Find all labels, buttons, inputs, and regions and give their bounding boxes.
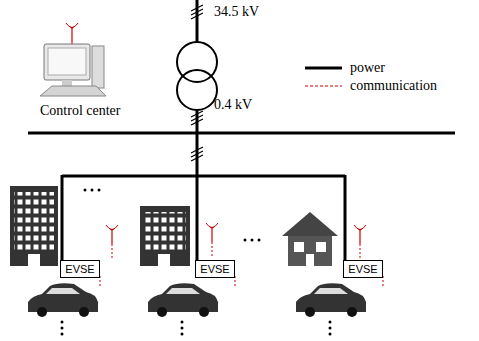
- comm-line: [112, 244, 113, 258]
- comm-line: [212, 242, 213, 258]
- ellipsis-dot: [61, 333, 64, 336]
- ellipsis-dot: [329, 321, 332, 324]
- legend-comm-sample: [305, 86, 342, 87]
- control-center-label: Control center: [40, 104, 120, 118]
- comm-line: [72, 42, 73, 44]
- voltage-label: 34.5 kV: [214, 5, 259, 19]
- node-text: EVSE: [65, 264, 94, 275]
- transformer-symbol: [177, 42, 217, 110]
- ellipsis-dot: [61, 327, 64, 330]
- house: [282, 212, 338, 266]
- three-phase-mark: [191, 111, 203, 125]
- car-icon: [28, 283, 98, 317]
- antenna: [354, 225, 366, 244]
- legend-power-sample: [305, 67, 342, 70]
- node-text: EVSE: [348, 264, 377, 275]
- car-icon: [296, 283, 366, 317]
- voltage-label: 0.4 kV: [214, 98, 252, 112]
- ellipsis-dot: [329, 333, 332, 336]
- ellipsis-dot: [181, 327, 184, 330]
- antenna: [66, 23, 78, 42]
- legend-text: power: [350, 61, 385, 75]
- ellipsis-dot: [181, 321, 184, 324]
- antenna: [106, 225, 118, 244]
- node-text: EVSE: [200, 264, 229, 275]
- evse-box: EVSE: [195, 260, 235, 278]
- evse-box: EVSE: [60, 260, 100, 278]
- legend-text: communication: [350, 79, 437, 93]
- ellipsis-dot: [181, 333, 184, 336]
- ellipsis-dot: [61, 321, 64, 324]
- computer-icon: [40, 44, 106, 96]
- ellipsis-dots: [84, 189, 261, 242]
- apartment-building: [140, 206, 190, 266]
- power-lines: [28, 0, 455, 262]
- antenna: [206, 223, 218, 242]
- office-building: [10, 186, 58, 266]
- evse-box: EVSE: [343, 260, 383, 278]
- car-icon: [148, 283, 218, 317]
- three-phase-mark: [191, 147, 203, 161]
- three-phase-mark: [191, 5, 203, 19]
- ellipsis-dot: [329, 327, 332, 330]
- comm-line: [360, 244, 361, 258]
